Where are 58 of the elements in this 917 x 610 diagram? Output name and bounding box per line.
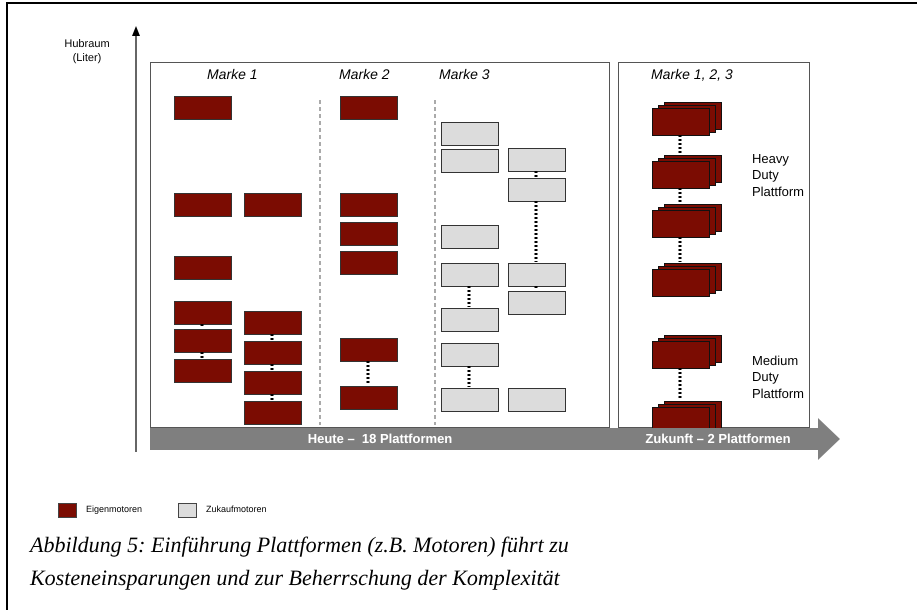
dotted-connector: [534, 201, 538, 262]
engine-block: [441, 263, 499, 287]
dotted-connector: [678, 188, 682, 203]
engine-block: [441, 225, 499, 249]
platform-label: Heavy Duty Plattform: [752, 151, 806, 200]
dotted-connector: [678, 237, 682, 262]
engine-block: [174, 96, 232, 120]
platform-label: Medium Duty Plattform: [752, 353, 806, 402]
dotted-connector: [468, 366, 470, 387]
engine-block: [340, 386, 398, 410]
engine-block: [340, 193, 398, 217]
platform-panel: [618, 62, 810, 428]
engine-block: [174, 329, 232, 353]
engine-block: [441, 343, 499, 367]
engine-block: [441, 388, 499, 412]
dotted-connector: [678, 135, 682, 154]
engine-block: [441, 308, 499, 332]
dotted-connector: [366, 361, 370, 385]
column-heading: Marke 2: [339, 66, 390, 82]
dotted-connector: [270, 394, 274, 400]
dotted-connector: [200, 324, 204, 328]
engine-block: [174, 256, 232, 280]
engine-block: [508, 388, 566, 412]
engine-block: [508, 291, 566, 315]
axis-label: Hubraum (Liter): [63, 38, 111, 66]
timeline-label: Zukunft – 2 Plattformen: [644, 431, 792, 446]
engine-block: [174, 193, 232, 217]
engine-block: [441, 149, 499, 173]
engine-block: [244, 371, 302, 395]
engine-block: [174, 359, 232, 383]
engine-block: [340, 222, 398, 246]
column-heading: Marke 3: [439, 66, 490, 82]
legend-label: Zukaufmotoren: [206, 504, 267, 514]
platform-panel: [150, 62, 610, 428]
dotted-connector: [270, 364, 274, 370]
engine-block: [340, 338, 398, 362]
dotted-connector: [200, 352, 204, 358]
engine-block: [340, 96, 398, 120]
legend-label: Eigenmotoren: [86, 504, 142, 514]
dotted-connector: [534, 171, 538, 177]
column-heading: Marke 1: [207, 66, 258, 82]
engine-block: [340, 251, 398, 275]
dotted-connector: [468, 286, 470, 307]
figure-caption: Abbildung 5: Einführung Plattformen (z.B. Motoren) führt zu Kosteneinsparungen und zur Beherrschung der Komplexität: [30, 531, 570, 592]
engine-block: [244, 193, 302, 217]
dotted-connector: [534, 286, 538, 290]
engine-block: [244, 341, 302, 365]
engine-block: [508, 263, 566, 287]
dotted-connector: [678, 368, 682, 400]
dotted-connector: [270, 334, 274, 340]
column-heading: Marke 1, 2, 3: [651, 66, 733, 82]
engine-block: [508, 178, 566, 202]
engine-block: [508, 148, 566, 172]
engine-block: [244, 311, 302, 335]
engine-block: [441, 122, 499, 146]
engine-block: [244, 401, 302, 425]
timeline-label: Heute – 18 Plattformen: [306, 431, 454, 446]
engine-block: [174, 301, 232, 325]
